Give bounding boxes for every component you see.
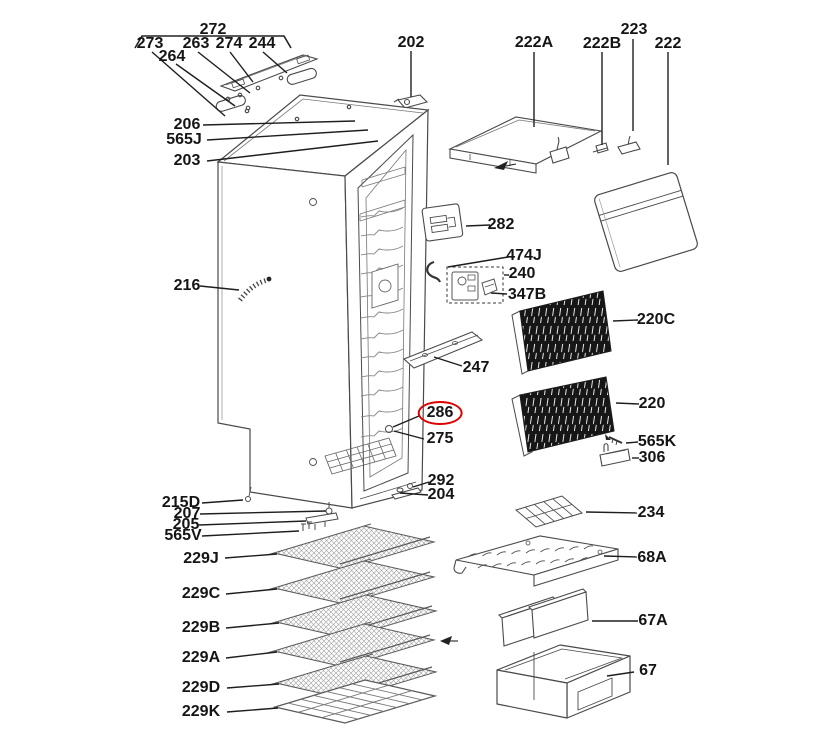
part-label-347B: 347B (507, 286, 547, 303)
crisper-drawer-67 (496, 644, 631, 719)
part-label-234: 234 (637, 504, 665, 521)
capillary-tube-216 (238, 276, 272, 302)
leader-lines (151, 39, 669, 713)
part-label-565K: 565K (637, 433, 677, 450)
part-label-222: 222 (654, 35, 682, 52)
part-label-306: 306 (638, 449, 666, 466)
part-label-229J: 229J (183, 550, 219, 567)
part-label-474J: 474J (506, 247, 542, 264)
part-label-240: 240 (508, 265, 536, 282)
part-label-223: 223 (620, 21, 648, 38)
bracket-306 (599, 443, 631, 467)
thermostat-kit (426, 260, 504, 304)
insulation-panel-220C (511, 290, 612, 375)
part-label-229B: 229B (181, 619, 221, 636)
screw-565K (605, 434, 623, 446)
part-label-220C: 220C (636, 311, 676, 328)
part-label-247: 247 (462, 359, 490, 376)
part-label-244: 244 (248, 35, 276, 52)
part-label-215D: 215D (161, 494, 201, 511)
part-label-68A: 68A (637, 549, 667, 566)
cover-68A (453, 535, 619, 587)
part-label-207: 207 (173, 505, 201, 522)
insulation-panel-220 (511, 376, 615, 457)
glass-plates-67A (440, 588, 589, 647)
ice-tray-234 (514, 495, 584, 528)
part-label-272: 272 (199, 21, 227, 38)
part-label-565V: 565V (164, 527, 202, 544)
part-label-220: 220 (638, 395, 666, 412)
part-label-274: 274 (215, 35, 243, 52)
part-label-292: 292 (427, 472, 455, 489)
part-label-203: 203 (173, 152, 201, 169)
lamp-cover-282 (421, 203, 464, 242)
part-label-67: 67 (639, 662, 657, 679)
part-label-229A: 229A (181, 649, 221, 666)
part-label-282: 282 (487, 216, 515, 233)
part-label-202: 202 (397, 34, 425, 51)
part-label-263: 263 (182, 35, 210, 52)
part-label-216: 216 (173, 277, 201, 294)
part-label-286: 286 (417, 401, 463, 425)
part-label-204: 204 (427, 486, 455, 503)
part-label-206: 206 (173, 116, 201, 133)
part-label-229D: 229D (181, 679, 221, 696)
part-label-565J: 565J (166, 131, 202, 148)
hinge-202 (393, 94, 429, 109)
freezer-door-222 (594, 172, 698, 272)
cabinet-body (216, 94, 430, 509)
part-label-273: 273 (136, 35, 164, 52)
part-label-275: 275 (426, 430, 454, 447)
evaporator-plate-group (448, 116, 641, 174)
part-label-222A: 222A (514, 34, 554, 51)
part-label-205: 205 (172, 516, 200, 533)
part-label-229C: 229C (181, 585, 221, 602)
part-label-222B: 222B (582, 35, 622, 52)
part-label-229K: 229K (181, 703, 221, 720)
part-label-264: 264 (158, 48, 186, 65)
shelf-229C (266, 558, 435, 605)
support-rail-247 (402, 331, 484, 369)
bottom-left-parts (301, 502, 339, 531)
part-label-67A: 67A (638, 612, 668, 629)
